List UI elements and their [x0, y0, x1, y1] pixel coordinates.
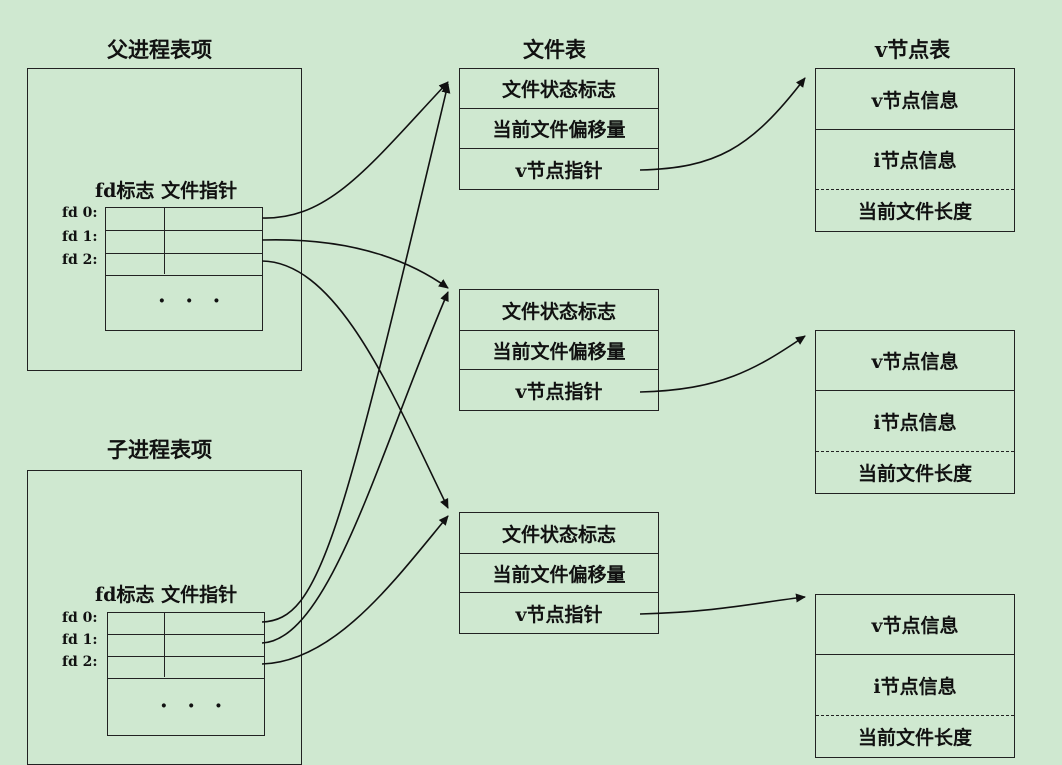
child-fd-header: fd标志 文件指针: [95, 584, 238, 606]
vnode-pointer-cell: v节点指针: [515, 159, 603, 182]
file-offset-cell: 当前文件偏移量: [460, 554, 658, 593]
child-fd2-row: [108, 657, 264, 679]
parent-fd-ellipsis: · · ·: [158, 288, 227, 314]
file-table-entry-1: 文件状态标志 当前文件偏移量 v节点指针: [459, 68, 659, 190]
file-table-entry-3: 文件状态标志 当前文件偏移量 v节点指针: [459, 512, 659, 634]
child-fd-column-divider: [164, 613, 165, 677]
file-length-cell: 当前文件长度: [857, 727, 972, 749]
parent-fd-table: · · ·: [105, 207, 263, 331]
file-table-title: 文件表: [523, 37, 586, 62]
child-fd-table: · · ·: [107, 612, 265, 736]
file-offset-cell: 当前文件偏移量: [460, 109, 658, 149]
child-fd1-row: [108, 635, 264, 657]
file-table-entry-2: 文件状态标志 当前文件偏移量 v节点指针: [459, 289, 659, 411]
arrow-vptr2-to-vnode2: [639, 335, 806, 393]
vnode-entry-3: v节点信息 i节点信息 当前文件长度: [815, 594, 1015, 758]
vnode-entry-2: v节点信息 i节点信息 当前文件长度: [815, 330, 1015, 494]
parent-fd0-row: [106, 208, 262, 231]
inode-info-cell: i节点信息: [816, 130, 1014, 190]
vnode-info-cell: v节点信息: [816, 69, 1014, 130]
vnode-pointer-cell: v节点指针: [515, 380, 603, 403]
file-status-flags-cell: 文件状态标志: [460, 513, 658, 554]
parent-fd-column-divider: [164, 208, 165, 274]
child-fd0-row: [108, 613, 264, 635]
arrow-vptr1-to-vnode1: [639, 77, 806, 171]
child-fd-ellipsis: · · ·: [160, 693, 229, 719]
child-title: 子进程表项: [107, 437, 212, 462]
arrow-vptr3-to-vnode3: [639, 593, 806, 615]
parent-fd1-label: fd 1:: [62, 229, 98, 245]
child-fd1-label: fd 1:: [62, 632, 98, 648]
parent-fd2-row: [106, 254, 262, 276]
inode-info-cell: i节点信息: [816, 391, 1014, 452]
vnode-info-cell: v节点信息: [816, 331, 1014, 391]
vnode-entry-1: v节点信息 i节点信息 当前文件长度: [815, 68, 1015, 232]
parent-fd-header: fd标志 文件指针: [95, 180, 238, 202]
parent-fd0-label: fd 0:: [62, 205, 98, 221]
child-fd2-label: fd 2:: [62, 654, 98, 670]
child-fd0-label: fd 0:: [62, 610, 98, 626]
file-length-cell: 当前文件长度: [857, 201, 972, 223]
parent-title: 父进程表项: [107, 37, 212, 62]
file-length-cell: 当前文件长度: [857, 463, 972, 485]
parent-fd2-label: fd 2:: [62, 252, 98, 268]
parent-fd1-row: [106, 231, 262, 254]
file-status-flags-cell: 文件状态标志: [460, 69, 658, 109]
file-offset-cell: 当前文件偏移量: [460, 331, 658, 370]
file-status-flags-cell: 文件状态标志: [460, 290, 658, 331]
vnode-pointer-cell: v节点指针: [515, 603, 603, 626]
vnode-table-title: v节点表: [875, 37, 951, 62]
inode-info-cell: i节点信息: [816, 655, 1014, 716]
vnode-info-cell: v节点信息: [816, 595, 1014, 655]
